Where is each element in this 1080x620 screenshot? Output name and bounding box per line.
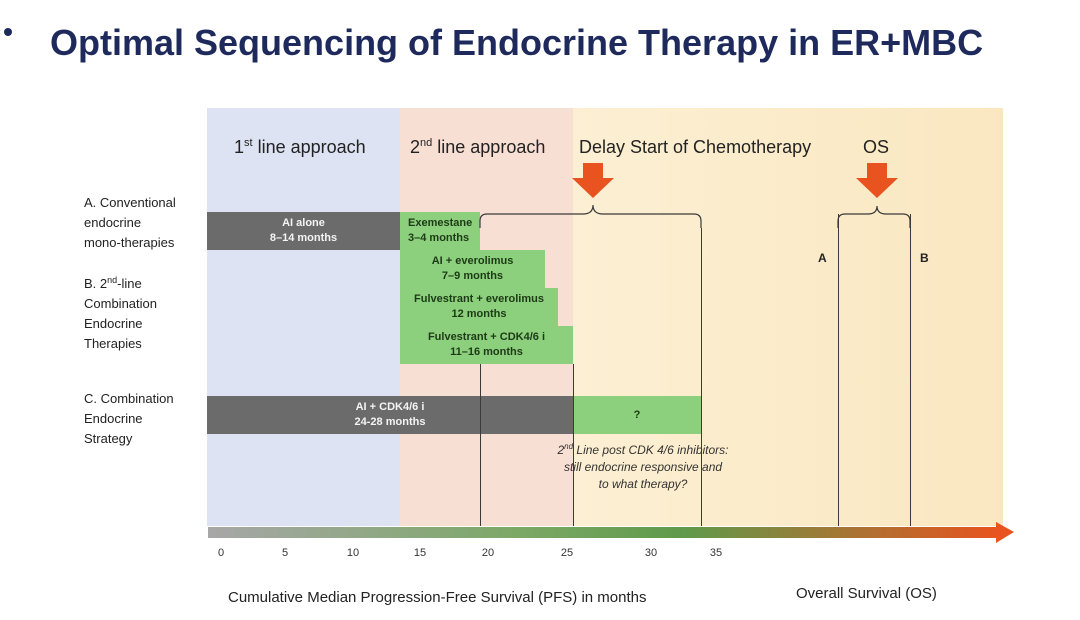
zone-os-gradient	[573, 108, 1003, 526]
tick-30: 30	[644, 547, 658, 559]
header-os: OS	[863, 137, 890, 157]
tick-0: 0	[217, 547, 225, 559]
guide-line-26	[573, 364, 574, 526]
zone-first-line	[207, 108, 400, 526]
row-label-a: A. Conventional endocrine mono-therapies	[84, 195, 176, 250]
row-label-c: C. Combination Endocrine Strategy	[84, 391, 174, 446]
bracket-delay	[479, 204, 702, 228]
bar-unknown-therapy: ?	[573, 396, 701, 434]
header-delay-chemo: Delay Start of Chemotherapy	[579, 137, 812, 157]
bracket-os	[837, 205, 911, 228]
title-text: Optimal Sequencing of Endocrine Therapy …	[50, 22, 984, 63]
annotation-post-cdk: 2nd Line post CDK 4/6 inhibitors: still …	[557, 442, 729, 491]
row-label-b: B. 2nd-line Combination Endocrine Therap…	[84, 275, 157, 351]
guide-line-20	[480, 364, 481, 526]
pfs-axis-label: Cumulative Median Progression-Free Survi…	[228, 589, 647, 606]
tick-20: 20	[481, 547, 495, 559]
os-line-a	[838, 214, 839, 526]
tick-5: 5	[281, 547, 289, 559]
tick-35: 35	[709, 547, 723, 559]
os-marker-a: A	[818, 251, 827, 265]
arrow-os	[856, 163, 898, 198]
os-marker-b: B	[920, 251, 929, 265]
header-first-line: 1st line approach	[234, 137, 366, 157]
os-axis-label: Overall Survival (OS)	[796, 585, 937, 602]
title-bullet	[4, 28, 12, 36]
guide-line-35	[701, 228, 702, 526]
tick-10: 10	[346, 547, 360, 559]
header-second-line: 2nd line approach	[410, 137, 546, 157]
slide-title: Optimal Sequencing of Endocrine Therapy …	[0, 18, 1080, 78]
arrow-delay	[572, 163, 614, 198]
tick-25: 25	[560, 547, 574, 559]
os-line-b	[910, 214, 911, 526]
tick-15: 15	[413, 547, 427, 559]
